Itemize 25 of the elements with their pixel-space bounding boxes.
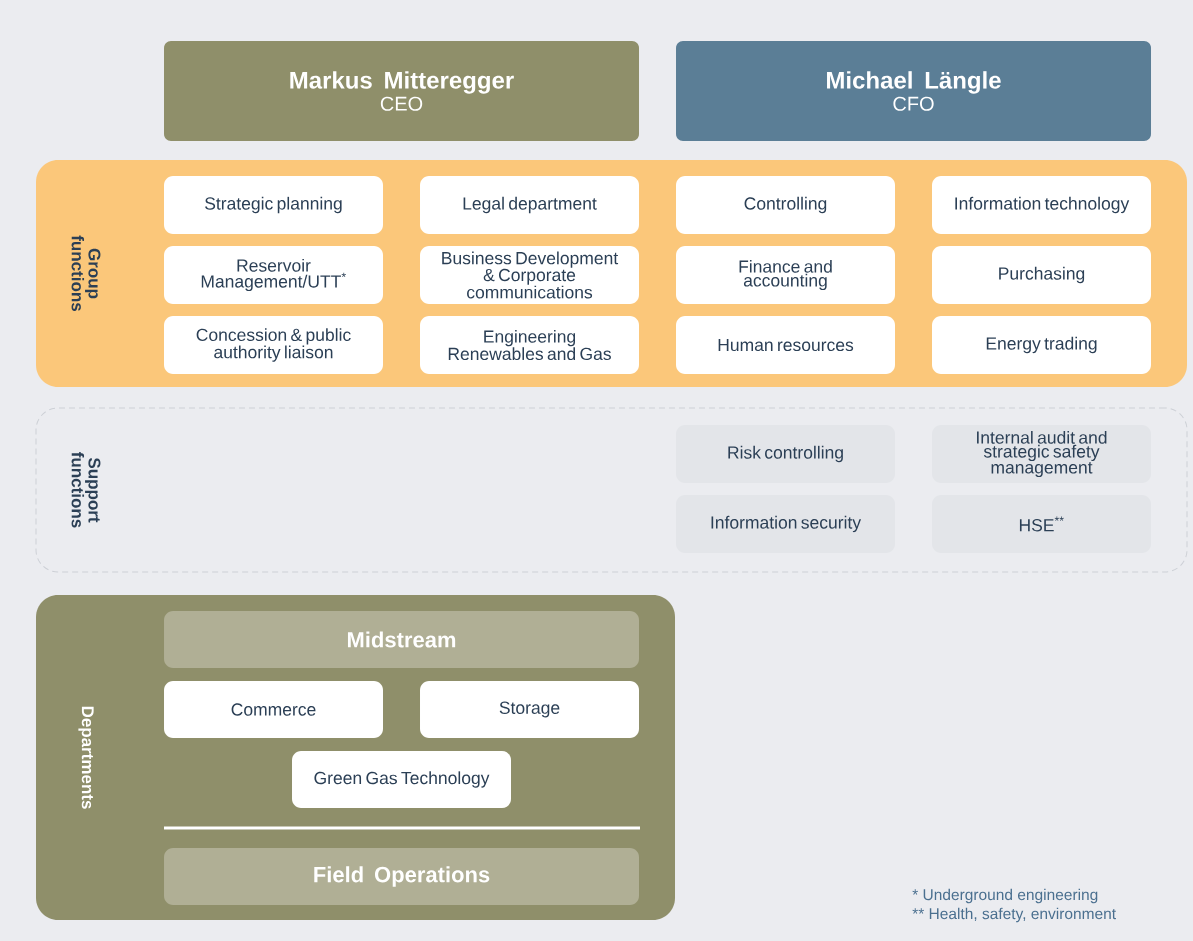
unit-box: Engineering Renewables and Gas bbox=[420, 316, 639, 374]
unit-box: Concession & public authority liaison bbox=[164, 316, 383, 374]
section-header-box: Field Operations bbox=[164, 848, 639, 905]
unit-box: Legal department bbox=[420, 176, 639, 234]
unit-box: Information security bbox=[676, 495, 895, 553]
footnote: ** Health, safety, environment bbox=[912, 907, 1116, 923]
unit-box: Storage bbox=[420, 681, 639, 738]
unit-box: Purchasing bbox=[932, 246, 1151, 304]
unit-box: Risk controlling bbox=[676, 425, 895, 483]
unit-box: Green Gas Technology bbox=[292, 751, 511, 808]
executive-box: Markus Mitteregger CEO bbox=[164, 41, 639, 141]
unit-box: Internal audit and strategic safety management bbox=[932, 425, 1151, 483]
unit-box: Energy trading bbox=[932, 316, 1151, 374]
unit-box: Human resources bbox=[676, 316, 895, 374]
unit-box: Finance and accounting bbox=[676, 246, 895, 304]
unit-box: HSE$^{**}$ bbox=[932, 495, 1151, 553]
unit-box: Reservoir Management/UTT$^{*}$ bbox=[164, 246, 383, 304]
unit-box: Commerce bbox=[164, 681, 383, 738]
unit-box: Strategic planning bbox=[164, 176, 383, 234]
footnote: * Underground engineering bbox=[912, 888, 1098, 904]
section-header-box: Midstream bbox=[164, 611, 639, 668]
unit-box: Information technology bbox=[932, 176, 1151, 234]
unit-box: Business Development & Corporate communications bbox=[420, 246, 639, 304]
executive-box: Michael Längle CFO bbox=[676, 41, 1151, 141]
unit-box: Controlling bbox=[676, 176, 895, 234]
